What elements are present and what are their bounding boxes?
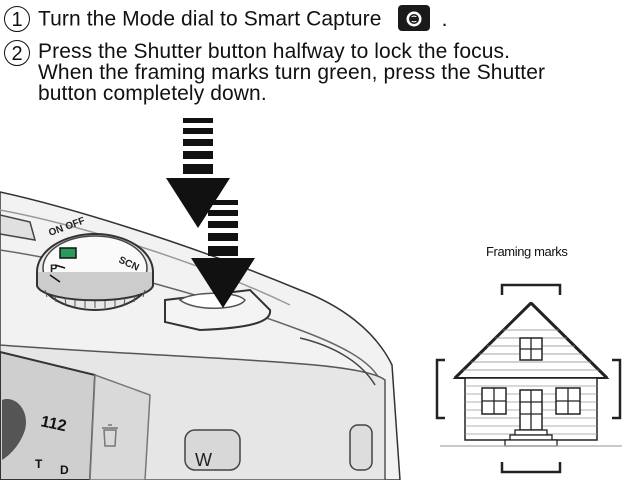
step-1-period: . [441,7,448,31]
framing-marks-label: Framing marks [486,244,568,259]
step-1-text: Turn the Mode dial to Smart Capture [38,7,382,31]
down-arrow-icon [166,118,230,228]
dial-p-label: P [50,263,57,275]
camera-illustration [0,191,401,480]
lcd-letter-t: T [35,457,43,471]
step-2-line-3: button completely down. [38,82,267,105]
step-1: 1 Turn the Mode dial to Smart Capture. [4,5,448,33]
step-2: 2 Press the Shutter button halfway to lo… [4,40,545,104]
house-illustration [435,283,622,474]
step-2-line-2: When the framing marks turn green, press… [38,61,546,84]
step-2-number: 2 [4,40,30,66]
down-arrow-icon [191,200,255,308]
zoom-w-button-label: W [195,450,212,470]
step-2-line-1: Press the Shutter button halfway to lock… [38,40,511,63]
step-1-number: 1 [4,6,30,32]
smart-capture-icon [397,5,430,31]
lcd-number: 112 [39,413,68,435]
lcd-letter-d: D [60,463,69,477]
